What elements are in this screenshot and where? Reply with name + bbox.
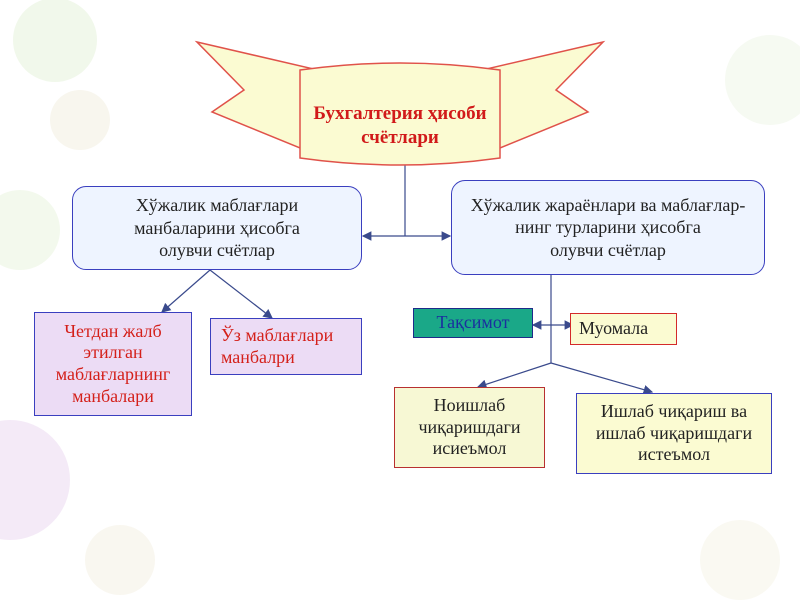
edge-right-child1 xyxy=(476,362,552,389)
edge-left-child2 xyxy=(209,269,273,319)
node-production-consumption: Ишлаб чиқариш ва ишлаб чиқаришдаги истеъ… xyxy=(576,393,772,474)
edge-left-child1 xyxy=(161,269,211,313)
node-funding-sources-accounts: Хўжалик маблағлари манбаларини ҳисобга о… xyxy=(72,186,362,270)
node-borrowed-funds-sources: Четдан жалб этилган маблағларнинг манбал… xyxy=(34,312,192,416)
node-non-production-consumption: Ноишлаб чиқаришдаги исиеъмол xyxy=(394,387,545,468)
diagram-title: Бухгалтерия ҳисоби счётлари xyxy=(313,103,487,148)
node-own-funds-sources: Ўз маблағлари манбалри xyxy=(210,318,362,375)
node-processes-assets-accounts: Хўжалик жараёнлари ва маблағлар- нинг ту… xyxy=(451,180,765,275)
node-muomala: Муомала xyxy=(570,313,677,345)
node-taqsimot: Тақсимот xyxy=(413,308,533,338)
edge-right-child2 xyxy=(550,362,654,395)
